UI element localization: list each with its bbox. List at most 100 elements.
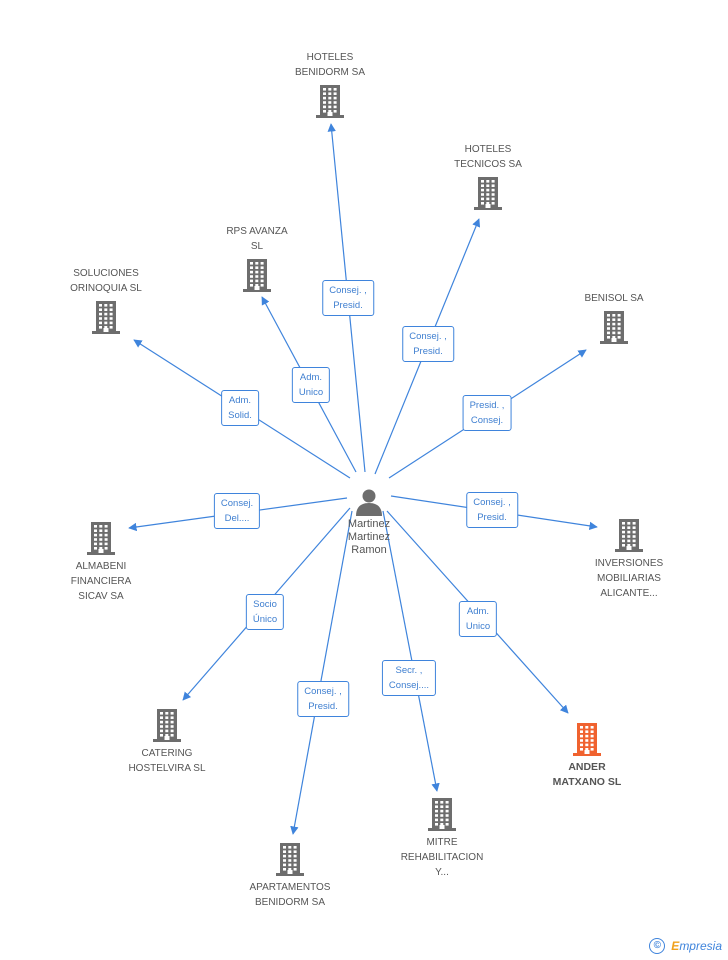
text-line: SOLUCIONES <box>73 268 139 279</box>
text-line: BENIDORM SA <box>294 67 365 78</box>
text-line: Secr. , <box>395 665 423 676</box>
building-icon <box>615 519 643 552</box>
building-icon <box>428 798 456 831</box>
brand-initial: E <box>671 939 680 953</box>
building-icon <box>153 709 181 742</box>
role-label-rps-avanza[interactable]: Adm. Unico <box>291 367 331 403</box>
company-name: HOTELES TECNICOS SA <box>454 142 522 172</box>
text-line: SICAV SA <box>78 591 124 602</box>
company-name: INVERSIONES MOBILIARIAS ALICANTE... <box>595 556 663 601</box>
company-node-benisol[interactable]: BENISOL SA <box>559 291 669 344</box>
text-line: Presid. <box>477 512 507 523</box>
company-node-catering-hostelvira[interactable]: CATERING HOSTELVIRA SL <box>112 708 222 776</box>
text-line: ANDER <box>568 761 606 773</box>
company-node-almabeni[interactable]: ALMABENI FINANCIERA SICAV SA <box>46 521 156 604</box>
footer-brand: © Empresia <box>649 938 722 954</box>
copyright-icon: © <box>649 938 666 954</box>
text-line: Socio <box>253 599 277 610</box>
company-node-apartamentos-benidorm[interactable]: APARTAMENTOS BENIDORM SA <box>235 842 345 910</box>
person-icon <box>356 489 382 516</box>
text-line: Unico <box>298 387 324 398</box>
text-line: Consej. , <box>304 686 342 697</box>
role-label-apartamentos-benidorm[interactable]: Consej. , Presid. <box>297 681 349 717</box>
building-icon <box>474 177 502 210</box>
text-line: Consej. , <box>473 497 511 508</box>
text-line: Martinez <box>347 531 391 543</box>
building-icon <box>243 259 271 292</box>
text-line: Ramon <box>351 544 387 556</box>
text-line: Consej. , <box>409 331 447 342</box>
role-label-almabeni[interactable]: Consej. Del.... <box>213 493 261 529</box>
brand-rest: mpresia <box>679 939 722 953</box>
role-label-benisol[interactable]: Presid. , Consej. <box>462 395 512 431</box>
text-line: CATERING <box>141 748 193 759</box>
company-node-hoteles-tecnicos[interactable]: HOTELES TECNICOS SA <box>433 142 543 210</box>
building-icon <box>600 311 628 344</box>
text-line: Consej. , <box>329 285 367 296</box>
text-line: HOSTELVIRA SL <box>128 763 206 774</box>
text-line: APARTAMENTOS <box>249 882 331 893</box>
text-line: Adm. <box>299 372 323 383</box>
company-name: ALMABENI FINANCIERA SICAV SA <box>71 559 132 604</box>
role-label-soluciones-orinoquia[interactable]: Adm. Solid. <box>221 390 259 426</box>
text-line: HOTELES <box>464 144 512 155</box>
role-label-ander-matxano[interactable]: Adm. Unico <box>458 601 498 637</box>
text-line: Y... <box>435 867 449 878</box>
building-icon <box>87 522 115 555</box>
text-line: Presid. , <box>469 400 505 411</box>
building-icon <box>316 85 344 118</box>
text-line: Adm. <box>466 606 490 617</box>
company-node-mitre-rehabilitacion[interactable]: MITRE REHABILITACION Y... <box>387 797 497 880</box>
building-icon <box>276 843 304 876</box>
text-line: ALICANTE... <box>600 588 658 599</box>
building-icon <box>92 301 120 334</box>
text-line: Consej.... <box>388 680 430 691</box>
text-line: Presid. <box>333 300 363 311</box>
text-line: REHABILITACION <box>400 852 484 863</box>
text-line: RPS AVANZA <box>226 226 288 237</box>
company-name: SOLUCIONES ORINOQUIA SL <box>70 266 142 296</box>
text-line: Consej. <box>220 498 254 509</box>
text-line: Solid. <box>228 410 252 421</box>
company-name: CATERING HOSTELVIRA SL <box>128 746 205 776</box>
text-line: BENIDORM SA <box>254 897 325 908</box>
company-name: BENISOL SA <box>584 291 643 306</box>
company-name: RPS AVANZA SL <box>226 224 287 254</box>
text-line: Único <box>252 614 278 625</box>
text-line: Del.... <box>224 513 250 524</box>
brand-logo: Empresia <box>671 939 722 953</box>
edge-apartamentos-benidorm <box>290 510 353 835</box>
role-label-inversiones-mobiliarias[interactable]: Consej. , Presid. <box>466 492 518 528</box>
text-line: Presid. <box>308 701 338 712</box>
text-line: MITRE <box>426 837 458 848</box>
text-line: Consej. <box>470 415 504 426</box>
role-label-mitre-rehabilitacion[interactable]: Secr. , Consej.... <box>381 660 437 696</box>
text-line: ORINOQUIA SL <box>70 283 142 294</box>
text-line: SL <box>250 241 264 252</box>
text-line: Adm. <box>228 395 252 406</box>
text-line: Martinez <box>347 518 391 530</box>
text-line: MOBILIARIAS <box>597 573 661 584</box>
text-line: TECNICOS SA <box>454 159 522 170</box>
role-label-hoteles-tecnicos[interactable]: Consej. , Presid. <box>402 326 454 362</box>
company-name: MITRE REHABILITACION Y... <box>401 835 484 880</box>
company-name: APARTAMENTOS BENIDORM SA <box>250 880 331 910</box>
role-label-hoteles-benidorm[interactable]: Consej. , Presid. <box>322 280 374 316</box>
text-line: BENISOL SA <box>584 293 644 304</box>
company-node-soluciones-orinoquia[interactable]: SOLUCIONES ORINOQUIA SL <box>51 266 161 334</box>
text-line: FINANCIERA <box>70 576 132 587</box>
text-line: Unico <box>465 621 491 632</box>
company-node-inversiones-mobiliarias[interactable]: INVERSIONES MOBILIARIAS ALICANTE... <box>574 518 684 601</box>
text-line: INVERSIONES <box>594 558 664 569</box>
text-line: Presid. <box>413 346 443 357</box>
text-line: ALMABENI <box>75 561 127 572</box>
company-node-rps-avanza[interactable]: RPS AVANZA SL <box>202 224 312 292</box>
